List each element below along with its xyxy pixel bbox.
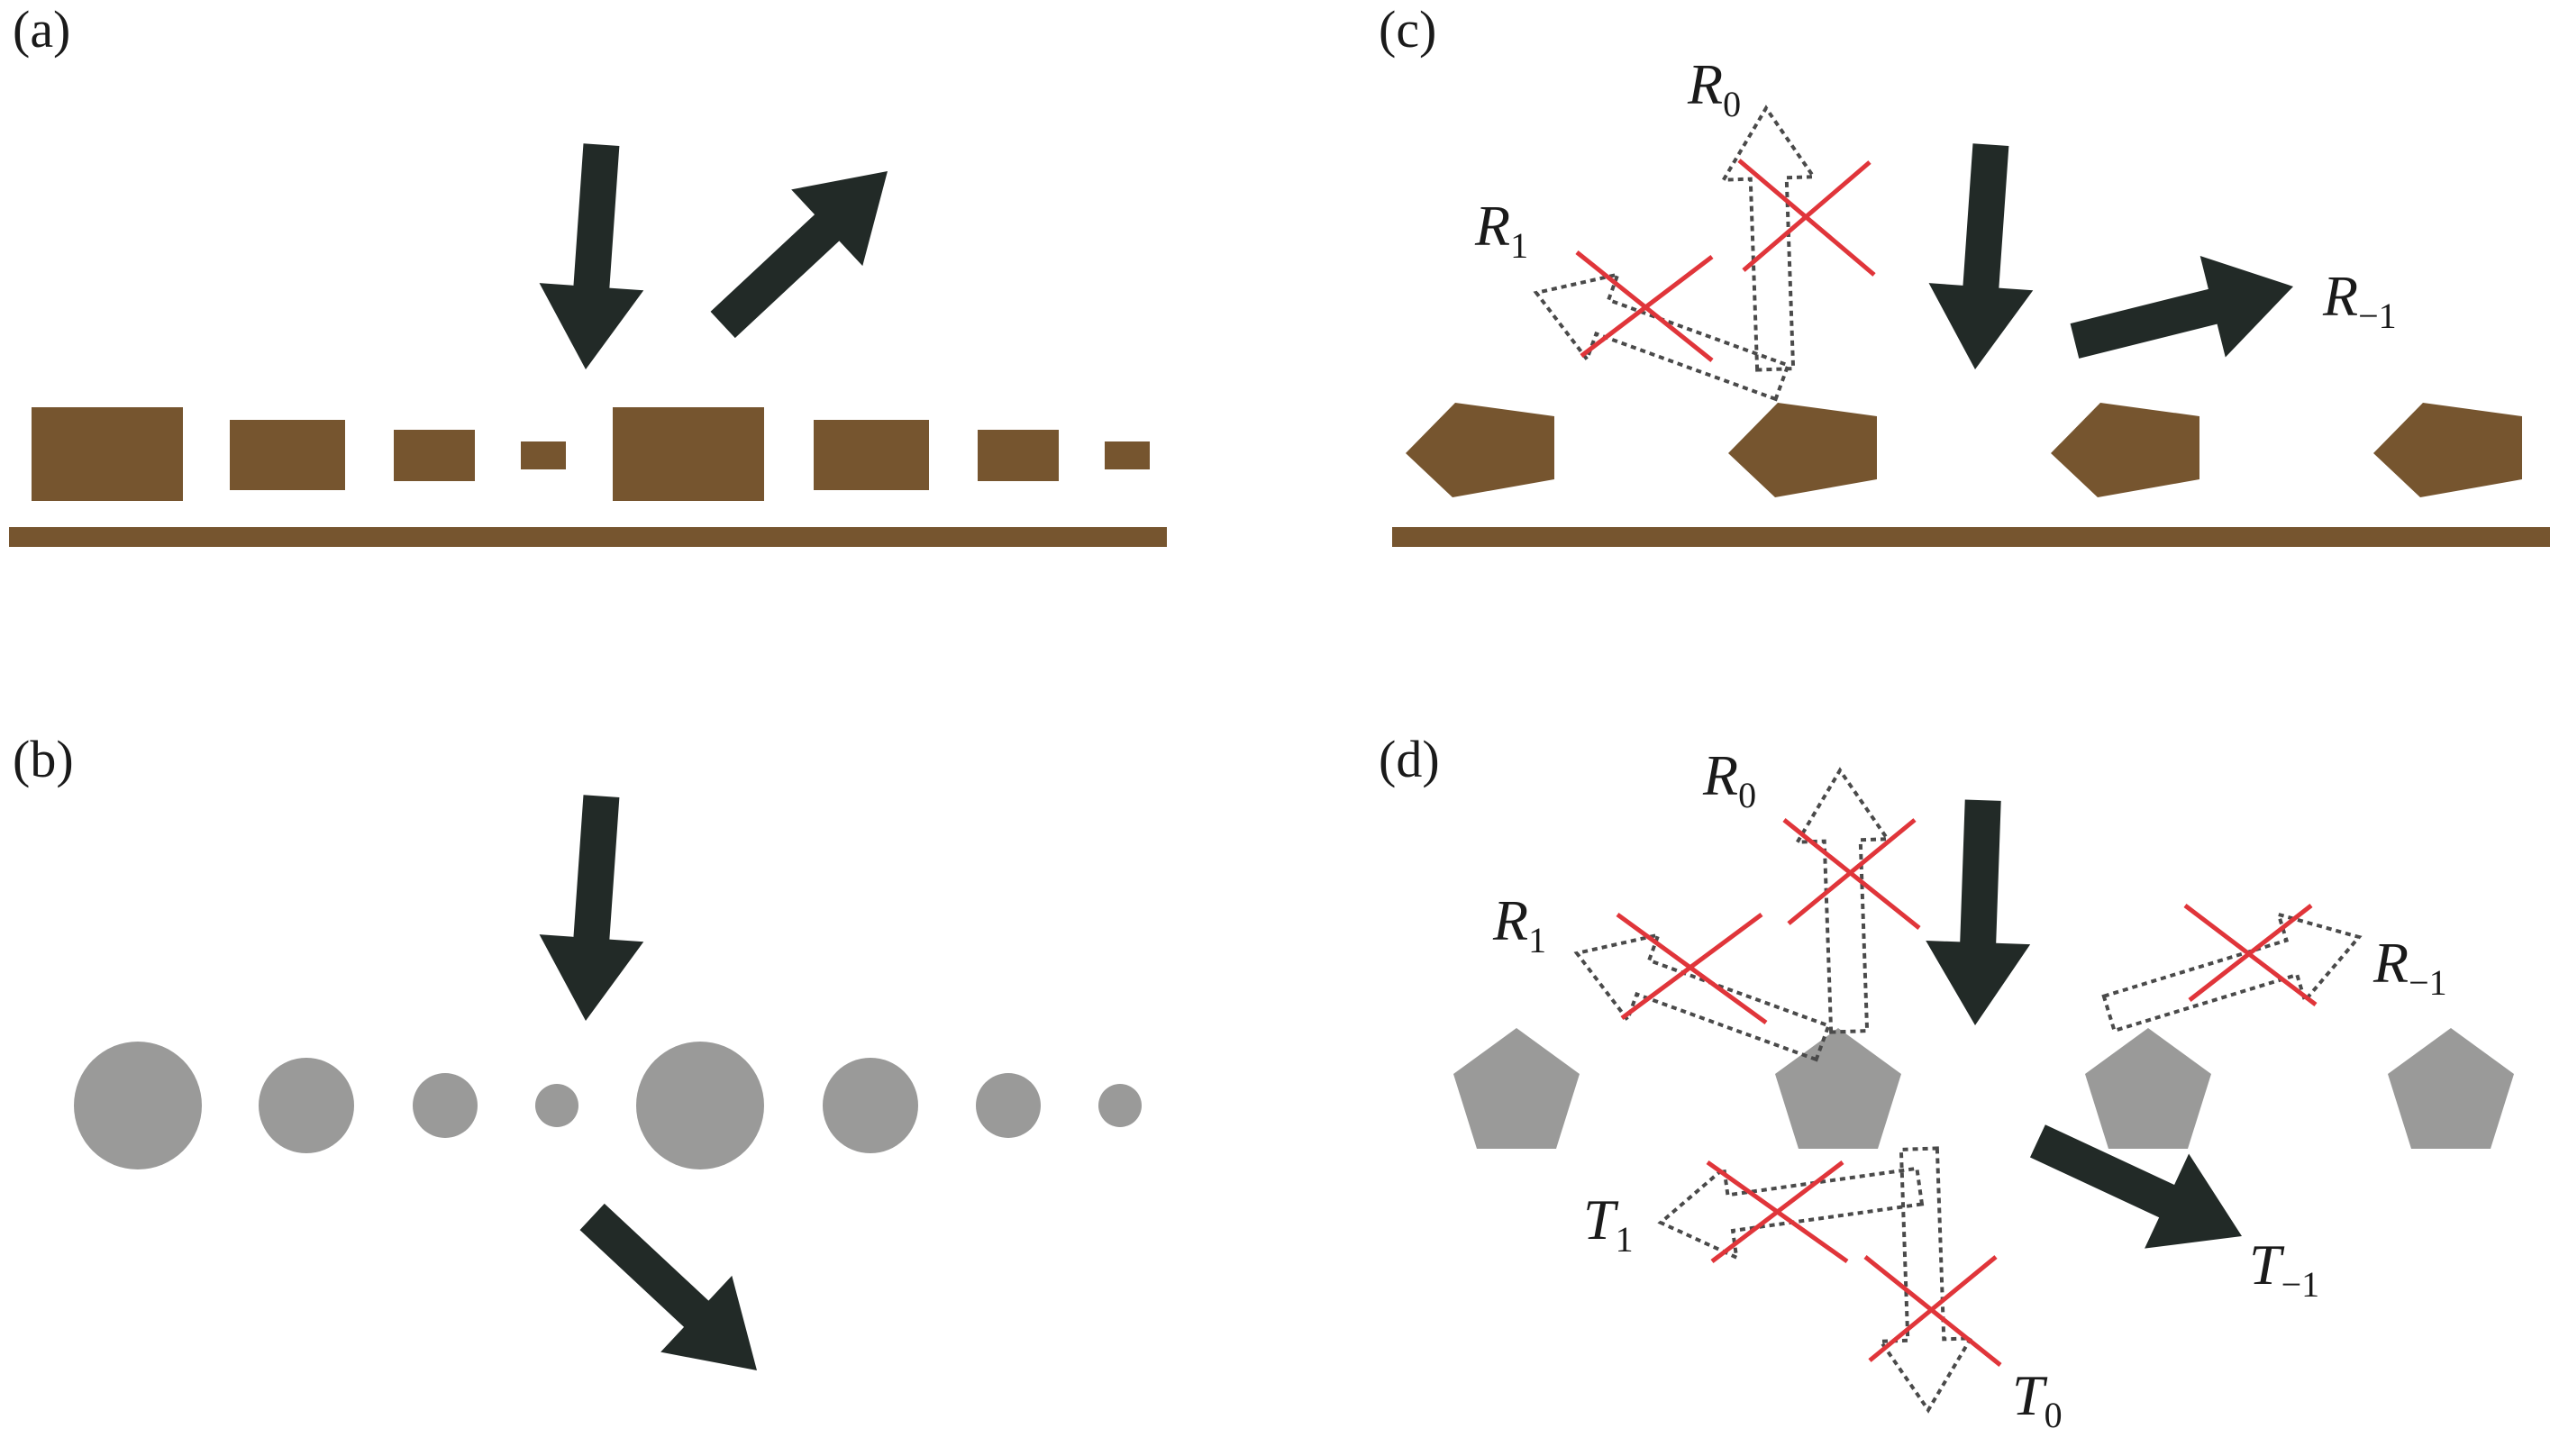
- order-label-t-1: T−1: [2249, 1233, 2319, 1305]
- pentagon-grating: [1392, 403, 2550, 547]
- order-label-r0: R0: [1687, 52, 1741, 124]
- reflected-arrow: [687, 132, 924, 363]
- suppressed-order-r-1: [2094, 892, 2374, 1059]
- particle: [636, 1042, 764, 1169]
- particle: [535, 1084, 578, 1127]
- grating-block: [394, 430, 475, 481]
- circle-row: [74, 1042, 1142, 1169]
- panel-label: (d): [1379, 730, 1440, 788]
- grating-element: [1728, 403, 1877, 497]
- cross-mark: [1575, 250, 1714, 362]
- hollow-order-arrow: [1721, 106, 1820, 370]
- panel-label: (a): [13, 0, 70, 59]
- pentagon-row: [1453, 1028, 2514, 1149]
- order-label-t1: T1: [1583, 1188, 1634, 1260]
- suppressed-order-r1: [1559, 909, 1840, 1087]
- particle: [1098, 1084, 1142, 1127]
- substrate: [9, 527, 1167, 547]
- panel-b: (b): [13, 730, 1142, 1409]
- suppressed-order-r0: [1721, 106, 1876, 370]
- panel-label: (b): [13, 730, 74, 788]
- incident-arrow: [533, 792, 654, 1025]
- order-label-r-1: R−1: [2322, 264, 2397, 336]
- cross-mark: [2183, 904, 2318, 1006]
- rectangular-grating: [9, 407, 1167, 547]
- cross-mark: [1863, 1255, 2002, 1367]
- suppressed-order-t0: [1863, 1147, 2002, 1411]
- particle: [976, 1073, 1041, 1138]
- particle: [74, 1042, 202, 1169]
- order-label-r1: R1: [1492, 888, 1546, 960]
- grating-block: [230, 420, 345, 490]
- particle: [259, 1058, 354, 1153]
- grating-element: [2373, 403, 2522, 497]
- pentagon-particle: [2388, 1028, 2514, 1149]
- grating-block: [521, 441, 566, 469]
- particle: [413, 1073, 478, 1138]
- panel-c: (c) R0 R1 R−1: [1379, 0, 2550, 547]
- panel-d: (d): [1379, 730, 2514, 1435]
- grating-element: [1406, 403, 1554, 497]
- suppressed-order-r0: [1782, 769, 1921, 1033]
- substrate: [1392, 527, 2550, 547]
- grating-block: [32, 407, 183, 501]
- transmitted-arrow: [556, 1178, 793, 1409]
- grating-block: [1105, 441, 1150, 469]
- particle: [823, 1058, 918, 1153]
- pentagon-particle: [1453, 1028, 1580, 1149]
- reflected-order-arrow: [2062, 235, 2307, 392]
- suppressed-order-r1: [1518, 249, 1799, 427]
- cross-mark: [1706, 1160, 1849, 1264]
- hollow-order-arrow: [2094, 892, 2374, 1059]
- grating-element: [2051, 403, 2199, 497]
- pentagon-particle: [1775, 1028, 1901, 1149]
- grating-block: [613, 407, 764, 501]
- cross-mark: [1782, 818, 1921, 930]
- grating-block: [814, 420, 929, 490]
- order-label-r0: R0: [1702, 743, 1756, 815]
- cross-mark: [1616, 912, 1768, 1025]
- incident-arrow: [1923, 798, 2035, 1028]
- order-label-r-1: R−1: [2372, 931, 2447, 1003]
- suppressed-order-t1: [1653, 1140, 1928, 1269]
- cross-mark: [1737, 159, 1876, 277]
- order-label-r1: R1: [1474, 194, 1528, 266]
- panel-label: (c): [1379, 0, 1436, 59]
- pentagon-particle: [2085, 1028, 2211, 1149]
- grating-block: [978, 430, 1059, 481]
- incident-arrow: [533, 141, 654, 374]
- incident-arrow: [1923, 141, 2044, 374]
- hollow-order-arrow: [1874, 1147, 1973, 1411]
- panel-a: (a): [9, 0, 1167, 547]
- order-label-t0: T0: [2012, 1363, 2063, 1435]
- hollow-order-arrow: [1795, 769, 1894, 1033]
